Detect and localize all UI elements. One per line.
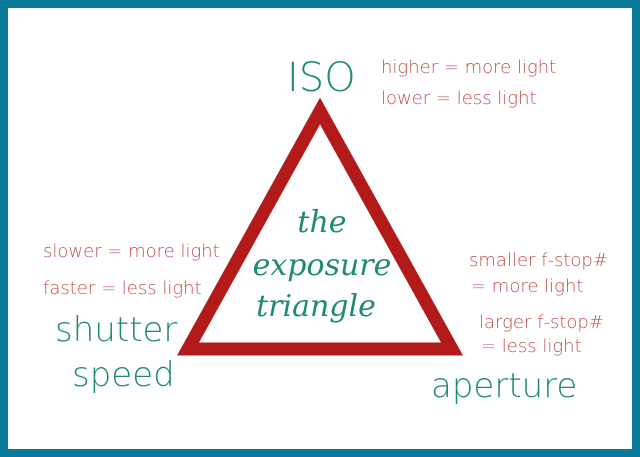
shutter-note-slower: slower = more light xyxy=(43,241,220,262)
shutter-label: shutter xyxy=(55,310,177,350)
iso-label: ISO xyxy=(287,55,356,101)
aperture-note-larger: larger f-stop# xyxy=(479,312,604,333)
iso-note-higher: higher = more light xyxy=(381,57,556,78)
iso-note-lower: lower = less light xyxy=(381,88,537,109)
canvas-background xyxy=(8,8,632,449)
aperture-note-less-light: = less light xyxy=(481,336,582,357)
aperture-note-smaller: smaller f-stop# xyxy=(469,250,608,271)
title-the: the xyxy=(297,205,346,240)
title-triangle: triangle xyxy=(256,289,376,324)
aperture-note-more-light: = more light xyxy=(471,276,583,297)
speed-label: speed xyxy=(72,355,175,395)
shutter-note-faster: faster = less light xyxy=(43,278,202,299)
title-exposure: exposure xyxy=(253,248,392,283)
triangle-shape xyxy=(176,97,464,356)
aperture-label: aperture xyxy=(431,366,577,406)
